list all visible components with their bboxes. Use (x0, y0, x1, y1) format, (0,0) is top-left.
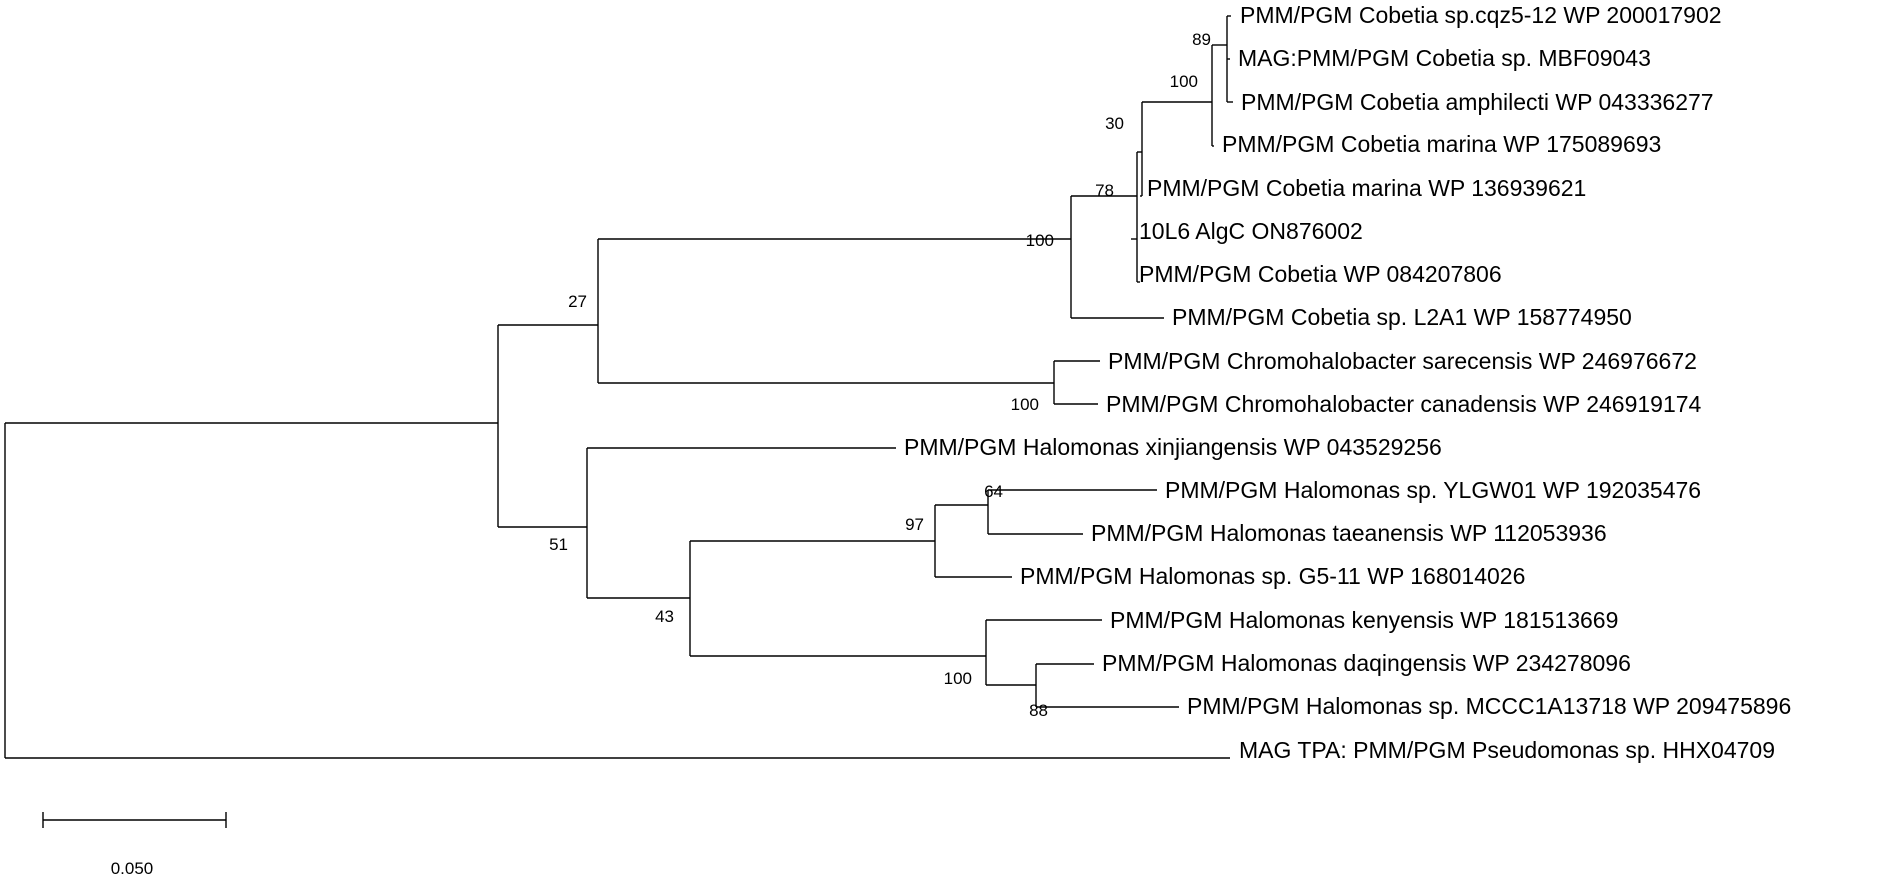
bootstrap-value: 78 (1095, 181, 1114, 200)
leaf-label-halomonas-kenyensis: PMM/PGM Halomonas kenyensis WP 181513669 (1110, 607, 1618, 633)
bootstrap-value: 27 (568, 292, 587, 311)
bootstrap-value: 100 (1026, 231, 1054, 250)
leaf-label-halomonas-ylgw01: PMM/PGM Halomonas sp. YLGW01 WP 19203547… (1165, 477, 1701, 503)
leaf-label-cobetia-marina-175089693: PMM/PGM Cobetia marina WP 175089693 (1222, 131, 1661, 157)
bootstrap-value: 88 (1029, 701, 1048, 720)
leaf-label-halomonas-xinjiangensis: PMM/PGM Halomonas xinjiangensis WP 04352… (904, 434, 1442, 460)
leaf-label-chromohalobacter-sarecensis: PMM/PGM Chromohalobacter sarecensis WP 2… (1108, 348, 1697, 374)
leaf-label-cobetia-marina-136939621: PMM/PGM Cobetia marina WP 136939621 (1147, 175, 1586, 201)
bootstrap-value: 51 (549, 535, 568, 554)
bootstrap-value: 64 (984, 482, 1003, 501)
scale-bar: 0.050 (42, 812, 227, 877)
bootstrap-value: 97 (905, 515, 924, 534)
bootstrap-value: 30 (1105, 114, 1124, 133)
bootstrap-value: 100 (1170, 72, 1198, 91)
bootstrap-value: 89 (1192, 30, 1211, 49)
leaf-label-halomonas-g5-11: PMM/PGM Halomonas sp. G5-11 WP 168014026 (1020, 563, 1525, 589)
bootstrap-value: 100 (944, 669, 972, 688)
scale-bar-label: 0.050 (111, 859, 154, 877)
tree-branches (4, 15, 1233, 759)
leaf-label-halomonas-taeanensis: PMM/PGM Halomonas taeanensis WP 11205393… (1091, 520, 1607, 546)
leaf-label-10l6-algc: 10L6 AlgC ON876002 (1139, 218, 1363, 244)
leaf-label-pseudomonas-hhx04709: MAG TPA: PMM/PGM Pseudomonas sp. HHX0470… (1239, 737, 1775, 763)
leaf-label-chromohalobacter-canadensis: PMM/PGM Chromohalobacter canadensis WP 2… (1106, 391, 1702, 417)
leaf-label-cobetia-amphilecti: PMM/PGM Cobetia amphilecti WP 043336277 (1241, 89, 1714, 115)
leaf-label-cobetia-084207806: PMM/PGM Cobetia WP 084207806 (1139, 261, 1502, 287)
leaf-label-halomonas-mccc1a13718: PMM/PGM Halomonas sp. MCCC1A13718 WP 209… (1187, 693, 1791, 719)
leaf-label-cobetia-l2a1: PMM/PGM Cobetia sp. L2A1 WP 158774950 (1172, 304, 1632, 330)
bootstrap-values: 89 100 30 78 100 27 100 51 64 97 43 100 … (549, 30, 1211, 720)
leaf-label-halomonas-daqingensis: PMM/PGM Halomonas daqingensis WP 2342780… (1102, 650, 1631, 676)
leaf-label-cobetia-mbf09043: MAG:PMM/PGM Cobetia sp. MBF09043 (1238, 45, 1651, 71)
bootstrap-value: 100 (1011, 395, 1039, 414)
leaf-label-cobetia-cqz5-12: PMM/PGM Cobetia sp.cqz5-12 WP 200017902 (1240, 2, 1722, 28)
leaf-labels: PMM/PGM Cobetia sp.cqz5-12 WP 200017902 … (904, 2, 1791, 763)
bootstrap-value: 43 (655, 607, 674, 626)
